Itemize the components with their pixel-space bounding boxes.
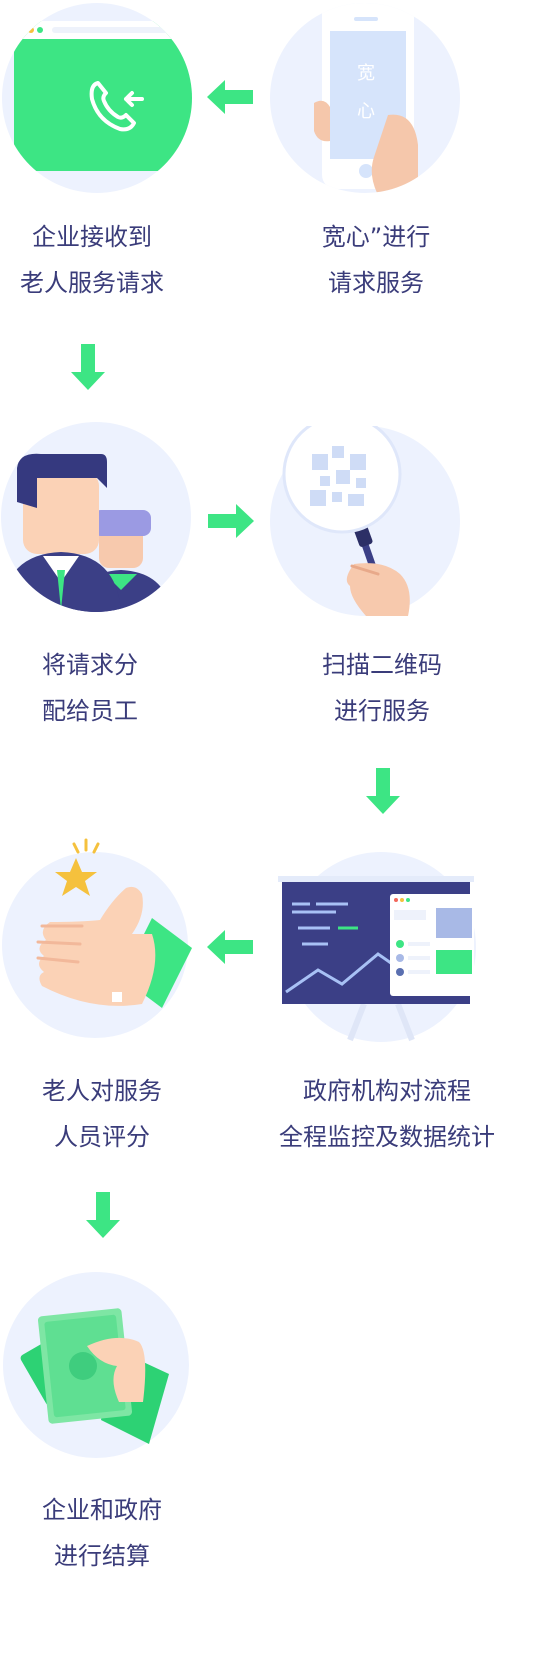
thumbs-up-icon: [36, 838, 192, 1008]
step-request-illustration: 宽 心: [270, 3, 460, 193]
step-settle-line-1: 企业和政府: [42, 1496, 162, 1524]
step-scan-label: 扫描二维码 进行服务: [252, 642, 512, 734]
step-scan-line-1: 扫描二维码: [322, 651, 442, 679]
money-hand-icon: [20, 1308, 169, 1444]
step-rate-label: 老人对服务 人员评分: [0, 1068, 232, 1160]
arrow-left-icon-2: [207, 930, 253, 964]
phone-char-1: 宽: [357, 63, 375, 84]
dashboard-chart-icon: [278, 876, 474, 1042]
phone-char-2: 心: [357, 101, 375, 122]
step-monitor-line-1: 政府机构对流程: [303, 1077, 471, 1105]
magnifier-qr-icon: [282, 426, 410, 616]
phone-icon: 宽 心: [314, 3, 418, 193]
arrow-right-icon: [208, 504, 254, 538]
step-request-label: 宽心”进行 请求服务: [246, 214, 506, 306]
step-settle-line-2: 进行结算: [54, 1542, 150, 1570]
step-monitor-label: 政府机构对流程 全程监控及数据统计: [257, 1068, 517, 1160]
browser-phone-call-icon: [14, 21, 192, 171]
step-rate-line-1: 老人对服务: [42, 1077, 162, 1105]
step-assign-line-1: 将请求分: [42, 651, 138, 679]
step-request-line-2: 请求服务: [328, 269, 424, 297]
arrow-down-icon-2: [366, 768, 400, 814]
step-settle-label: 企业和政府 进行结算: [0, 1487, 232, 1579]
step-assign-illustration: [1, 422, 191, 612]
step-scan-line-2: 进行服务: [334, 697, 430, 725]
step-monitor-illustration: [278, 852, 476, 1042]
step-receive-illustration: [2, 3, 192, 193]
arrow-down-icon: [71, 344, 105, 390]
step-assign-label: 将请求分 配给员工: [0, 642, 220, 734]
arrow-left-icon: [207, 80, 253, 114]
step-assign-line-2: 配给员工: [42, 697, 138, 725]
step-monitor-line-2: 全程监控及数据统计: [279, 1123, 495, 1151]
step-rate-illustration: [2, 838, 192, 1042]
step-rate-line-2: 人员评分: [54, 1123, 150, 1151]
step-scan-illustration: [270, 426, 460, 616]
step-receive-line-2: 老人服务请求: [20, 269, 164, 297]
step-receive-line-1: 企业接收到: [32, 223, 152, 251]
step-request-line-1: 宽心”进行: [321, 223, 431, 251]
step-receive-label: 企业接收到 老人服务请求: [0, 214, 222, 306]
staff-icon: [1, 453, 171, 612]
arrow-down-icon-3: [86, 1192, 120, 1238]
step-settle-illustration: [3, 1272, 193, 1462]
